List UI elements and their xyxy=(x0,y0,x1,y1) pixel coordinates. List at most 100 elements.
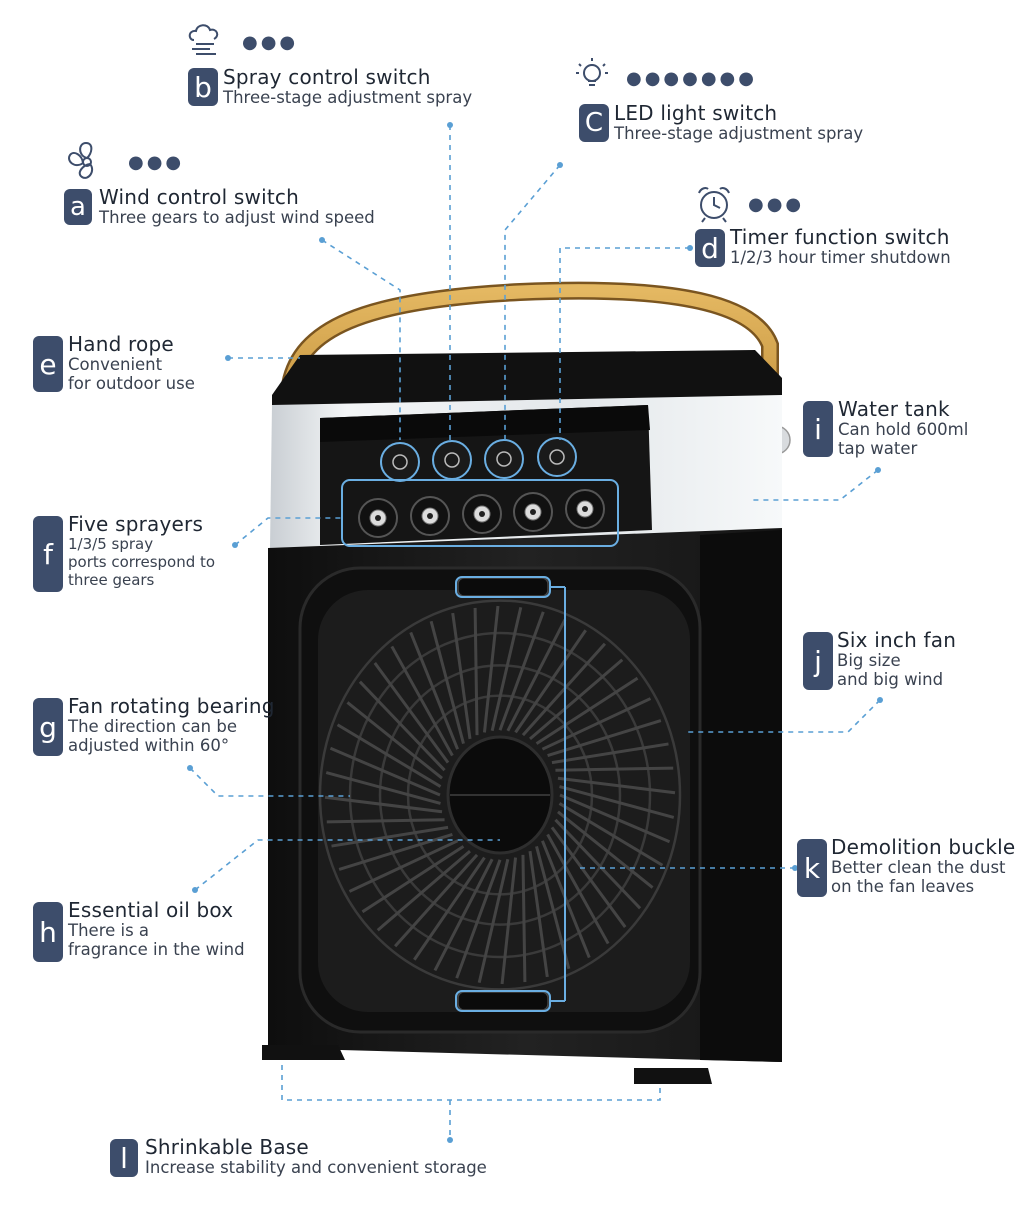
grille-spoke xyxy=(555,766,674,772)
grille-ring xyxy=(378,664,622,926)
progress-dots: ●●● xyxy=(128,152,185,173)
badge-letter: d xyxy=(695,229,725,267)
control-button-glyph xyxy=(392,454,408,470)
callout-demolition-buckle: k Demolition buckle Better clean the dus… xyxy=(797,835,1022,905)
grille-spoke xyxy=(324,795,443,814)
grille-spoke xyxy=(482,605,500,733)
grille-spoke xyxy=(433,858,494,972)
callout-six-inch-fan: j Six inch fan Big size and big wind xyxy=(803,628,1018,698)
leader-line xyxy=(234,517,342,546)
callout-desc: The direction can be xyxy=(68,717,237,736)
grille-spoke xyxy=(535,846,571,970)
callout-title: Five sprayers xyxy=(68,512,204,536)
alarm-clock-icon xyxy=(694,184,734,228)
callout-desc: 1/3/5 spray xyxy=(68,535,154,553)
callout-five-sprayers: f Five sprayers 1/3/5 spray ports corres… xyxy=(33,512,253,602)
callout-spray-control: b Spray control switch Three-stage adjus… xyxy=(188,64,528,114)
grille-spoke xyxy=(325,771,441,805)
callout-desc: for outdoor use xyxy=(68,374,195,393)
grille-spoke xyxy=(529,658,624,741)
callout-title: Wind control switch xyxy=(99,185,299,209)
grille-spoke xyxy=(490,606,523,732)
grille-spoke xyxy=(413,856,486,961)
leader-line xyxy=(281,1065,661,1101)
leader-endpoint xyxy=(192,887,198,893)
grille-spoke xyxy=(393,853,479,948)
leader-line xyxy=(189,767,350,797)
grille-ring xyxy=(348,631,652,959)
badge-letter: g xyxy=(33,698,63,756)
badge-letter: j xyxy=(803,632,833,690)
callout-title: Demolition buckle xyxy=(831,835,1016,859)
grille-spoke xyxy=(557,776,676,795)
callout-desc: There is a xyxy=(68,921,150,940)
badge-letter: e xyxy=(33,336,63,392)
control-button-glyph xyxy=(496,451,512,467)
grille-spoke xyxy=(390,645,454,757)
callout-desc: Increase stability and convenient storag… xyxy=(145,1158,487,1177)
callout-title: Water tank xyxy=(838,397,950,421)
light-bulb-icon xyxy=(574,56,610,100)
badge-letter: l xyxy=(110,1139,138,1177)
progress-dots: ●●●●●●● xyxy=(626,68,757,89)
grille-spoke xyxy=(521,642,607,737)
leader-line xyxy=(321,239,401,440)
callout-desc: on the fan leaves xyxy=(831,877,975,896)
callout-shrinkable-base: l Shrinkable Base Increase stability and… xyxy=(110,1135,540,1185)
leader-endpoint xyxy=(232,542,238,548)
control-buttons xyxy=(380,437,577,482)
callout-desc: Can hold 600ml xyxy=(838,420,969,439)
callout-title: Six inch fan xyxy=(837,628,957,652)
grille-spoke xyxy=(558,802,664,867)
sprayers xyxy=(358,489,605,538)
grille-spoke xyxy=(557,810,654,889)
grille-spoke xyxy=(546,833,610,945)
callout-desc: Three-stage adjustment spray xyxy=(614,124,864,143)
grille-spoke xyxy=(346,701,443,780)
badge-letter: f xyxy=(33,516,63,592)
callout-desc: 1/2/3 hour timer shutdown xyxy=(730,248,951,267)
badge-letter: C xyxy=(579,104,609,142)
callout-title: Hand rope xyxy=(68,332,174,356)
callout-wind-control: a Wind control switch Three gears to adj… xyxy=(64,185,404,235)
grille-spoke xyxy=(331,825,449,848)
control-button xyxy=(484,439,524,479)
grille-spoke xyxy=(429,620,465,744)
grille-ring xyxy=(318,599,682,991)
callout-desc: fragrance in the wind xyxy=(68,940,245,959)
grille-spoke xyxy=(409,631,459,750)
callout-desc: Better clean the dust xyxy=(831,858,1006,877)
grille-spoke xyxy=(455,859,502,979)
leader-endpoint xyxy=(792,865,798,871)
grille-spoke xyxy=(336,723,442,788)
control-button xyxy=(380,442,420,482)
badge-letter: i xyxy=(803,401,833,457)
spray-cloud-icon xyxy=(186,22,226,64)
callout-title: Shrinkable Base xyxy=(145,1135,309,1159)
callout-desc: and big wind xyxy=(837,670,944,689)
callout-desc: Convenient xyxy=(68,355,163,374)
grille-spoke xyxy=(551,742,669,765)
grille-spoke xyxy=(547,719,662,757)
callout-essential-oil-box: h Essential oil box There is a fragrance… xyxy=(33,898,273,968)
grille-spoke xyxy=(554,818,642,910)
grille-spoke xyxy=(329,746,441,797)
leader-endpoint xyxy=(877,697,883,703)
sprayer-hole xyxy=(530,509,536,515)
callout-desc: Three gears to adjust wind speed xyxy=(99,208,375,227)
grille-spoke xyxy=(326,818,445,824)
callout-fan-rotating-bearing: g Fan rotating bearing The direction can… xyxy=(33,694,274,764)
grille-spoke xyxy=(373,662,450,764)
badge-letter: h xyxy=(33,902,63,962)
leader-endpoint xyxy=(687,245,693,251)
grille-spoke xyxy=(541,697,652,751)
grille-spoke xyxy=(521,854,527,983)
grille-spoke xyxy=(559,785,675,819)
callout-desc: Big size xyxy=(837,651,901,670)
grille-spoke xyxy=(477,858,510,984)
leader-endpoint xyxy=(447,122,453,128)
grille-spoke xyxy=(338,833,453,871)
sprayer-hole xyxy=(582,506,588,512)
sprayer-hole xyxy=(479,511,485,517)
